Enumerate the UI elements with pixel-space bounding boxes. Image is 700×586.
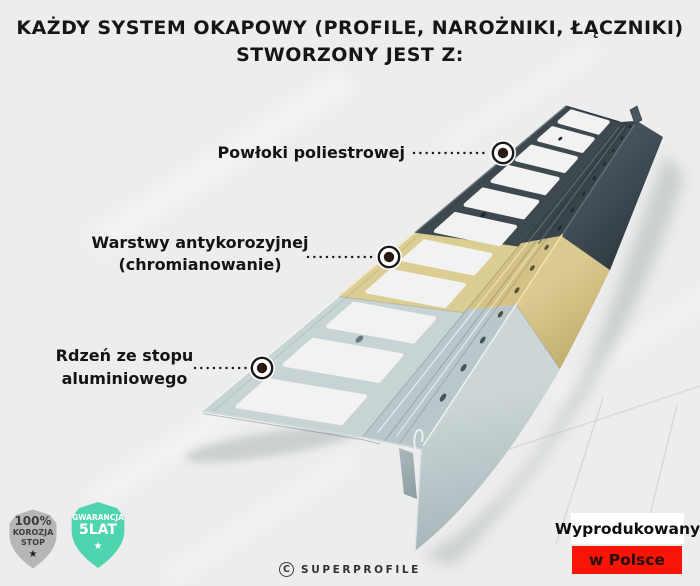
- star-icon: ★: [28, 549, 38, 560]
- copyright: C SUPERPROFILE: [0, 562, 700, 577]
- made-in-label: Wyprodukowany: [555, 513, 700, 544]
- callout-label-core: Rdzeń ze stopu aluminiowego: [55, 346, 194, 388]
- callout-label-anticorrosion: Warstwy antykorozyjnej (chromianowanie): [91, 233, 309, 274]
- callout-label-polyester: Powłoki poliestrowej: [217, 143, 405, 162]
- brand-name: SUPERPROFILE: [301, 563, 421, 576]
- title-line-2: STWORZONY JEST Z:: [236, 44, 464, 66]
- page-title: KAŻDY SYSTEM OKAPOWY (PROFILE, NAROŻNIKI…: [0, 15, 700, 69]
- korozja-stop-badge: 100% KOROZJA STOP ★: [8, 506, 58, 572]
- copyright-icon: C: [279, 562, 295, 577]
- gwarancja-badge: GWARANCJA 5LAT ★: [70, 500, 126, 570]
- shield-icon: [9, 509, 57, 569]
- star-icon: ★: [93, 541, 103, 552]
- made-in-country-badge: w Polsce: [572, 546, 682, 574]
- title-line-1: KAŻDY SYSTEM OKAPOWY (PROFILE, NAROŻNIKI…: [16, 17, 684, 39]
- shield-icon: [71, 501, 125, 569]
